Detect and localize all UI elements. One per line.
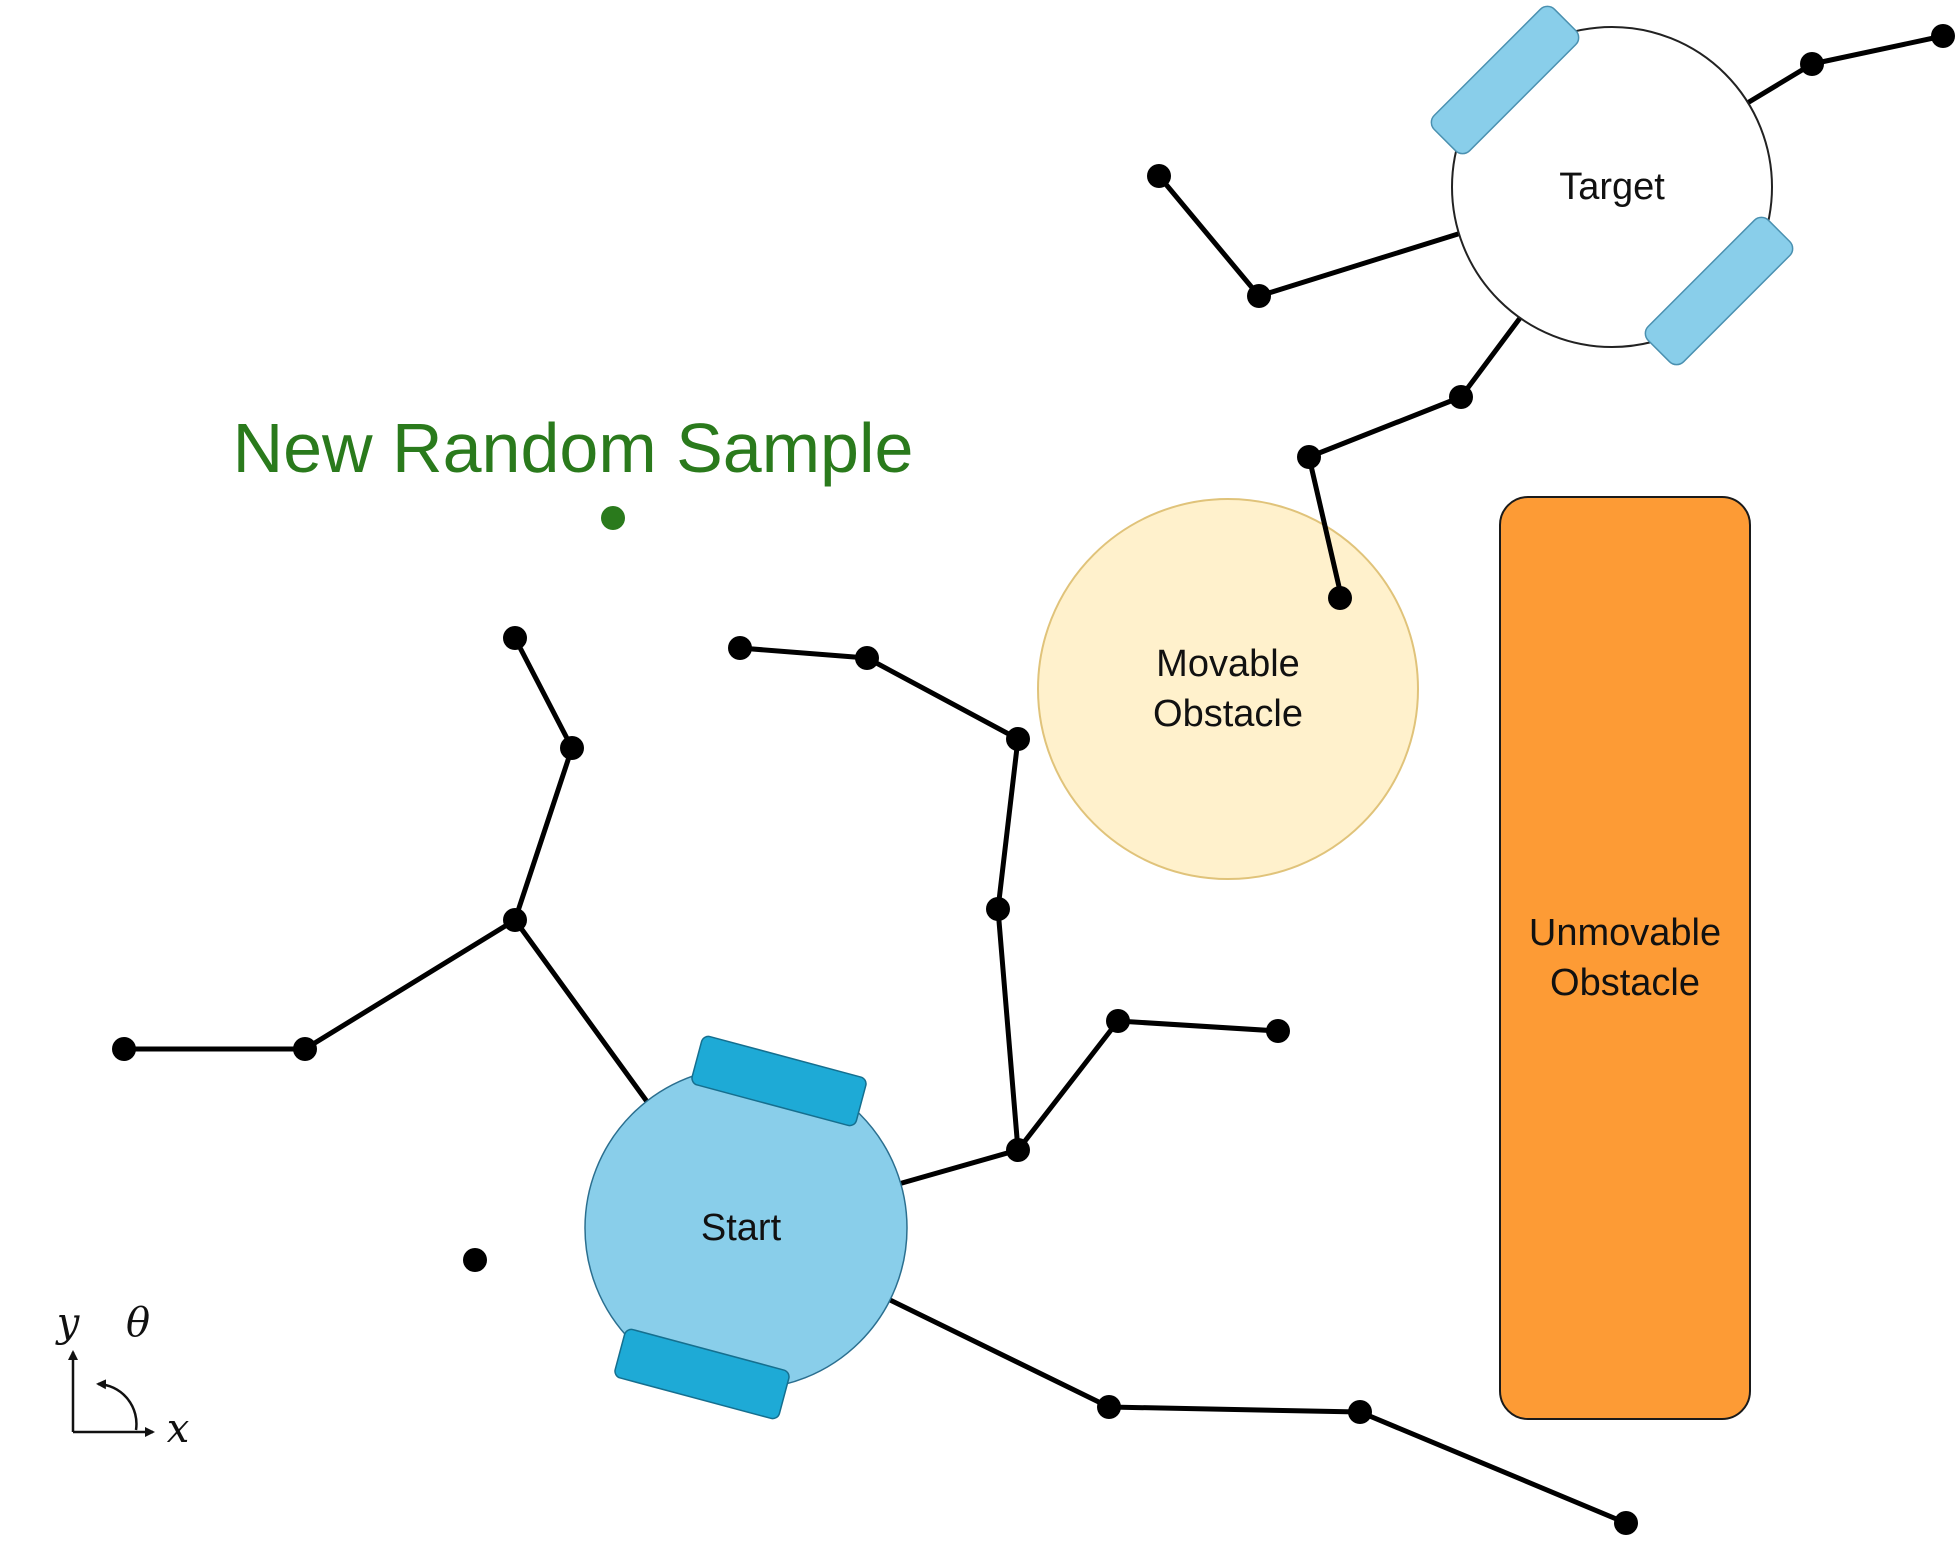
target-label: Target xyxy=(1559,166,1665,208)
tree-edges xyxy=(121,33,1946,1526)
new-random-sample: New Random Sample xyxy=(233,409,914,530)
tree-edge xyxy=(995,736,1021,912)
movable-label-line1: Movable xyxy=(1156,643,1300,685)
target-wheel xyxy=(1430,5,1580,155)
tree-edge xyxy=(887,1297,1112,1410)
target-wheel xyxy=(1644,216,1794,366)
tree-node xyxy=(112,1037,136,1061)
tree-edge xyxy=(512,635,575,751)
start-label: Start xyxy=(701,1207,782,1249)
tree-node xyxy=(1614,1511,1638,1535)
theta-arc-arrow xyxy=(96,1379,138,1431)
new-sample-label: New Random Sample xyxy=(233,409,914,487)
tree-node xyxy=(463,1248,487,1272)
tree-edge xyxy=(512,917,651,1106)
tree-edge xyxy=(1256,231,1461,299)
tree-node xyxy=(1147,164,1171,188)
tree-node xyxy=(1266,1019,1290,1043)
tree-node xyxy=(1247,284,1271,308)
unmovable-label-line2: Obstacle xyxy=(1550,962,1700,1004)
tree-edge xyxy=(1306,394,1464,460)
tree-edge xyxy=(1115,1018,1281,1034)
tree-node xyxy=(855,646,879,670)
tree-node xyxy=(986,897,1010,921)
start-wheel xyxy=(614,1328,790,1420)
tree-node xyxy=(1006,1138,1030,1162)
tree-edge xyxy=(995,906,1021,1153)
tree-node xyxy=(1931,24,1955,48)
tree-edge xyxy=(1156,173,1262,299)
tree-edge xyxy=(1015,1018,1121,1153)
unmovable-label-line1: Unmovable xyxy=(1529,912,1721,954)
tree-node xyxy=(503,908,527,932)
sample-point xyxy=(601,506,625,530)
tree-node xyxy=(1328,586,1352,610)
tree-edge xyxy=(1458,315,1523,400)
tree-edge xyxy=(1106,1404,1363,1415)
tree-node xyxy=(503,626,527,650)
start-robot: Start xyxy=(584,1035,908,1420)
tree-node xyxy=(728,636,752,660)
tree-node xyxy=(1800,52,1824,76)
target-robot: Target xyxy=(1430,5,1794,366)
tree-edge xyxy=(1809,33,1946,67)
tree-node xyxy=(1348,1400,1372,1424)
axis-y-label: y xyxy=(55,1300,81,1346)
tree-edge xyxy=(737,645,870,661)
unmovable-obstacle: Unmovable Obstacle xyxy=(1499,496,1751,1420)
tree-edge xyxy=(1306,454,1343,594)
tree-edge xyxy=(1746,61,1815,105)
tree-node xyxy=(1006,727,1030,751)
tree-node xyxy=(1106,1009,1130,1033)
movable-label-line2: Obstacle xyxy=(1153,693,1303,735)
tree-node xyxy=(1297,445,1321,469)
tree-edge xyxy=(512,745,575,923)
tree-node xyxy=(1097,1395,1121,1419)
axis-x-label: x xyxy=(167,1406,190,1452)
tree-edge xyxy=(302,917,518,1052)
tree-node xyxy=(1449,385,1473,409)
start-wheel xyxy=(691,1035,867,1127)
tree-nodes xyxy=(112,24,1955,1535)
axis-theta-label: θ xyxy=(126,1300,150,1346)
movable-obstacle: Movable Obstacle xyxy=(1037,498,1419,880)
tree-node xyxy=(293,1037,317,1061)
tree-edge xyxy=(899,1147,1021,1186)
tree-edge xyxy=(1357,1409,1629,1526)
tree-node xyxy=(560,736,584,760)
tree-edge xyxy=(864,655,1021,742)
coordinate-frame: y θ x xyxy=(55,1300,190,1452)
